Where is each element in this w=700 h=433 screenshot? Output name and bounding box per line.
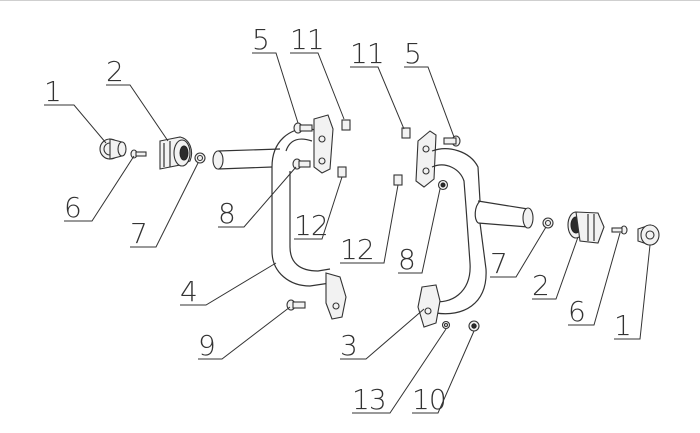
part-13-washer	[441, 320, 451, 330]
part-5-right-bolt	[443, 135, 461, 147]
part-12-right-spacer	[393, 174, 403, 186]
part-12-left-spacer	[337, 166, 347, 178]
callout-5-right: 5	[404, 37, 421, 70]
part-11-left-spacer	[341, 119, 351, 131]
callout-labels: 1 2 6 7 5 11 8 12 4 9 11 5 12 8 7 2 6 1 …	[44, 23, 632, 416]
callout-5-left: 5	[252, 23, 269, 56]
callout-8-right: 8	[398, 243, 415, 276]
callout-2-left: 2	[106, 55, 123, 88]
part-8-right-nut	[437, 179, 449, 191]
callout-12-left: 12	[294, 209, 328, 242]
callout-1-right: 1	[614, 309, 631, 342]
callout-13: 13	[352, 383, 386, 416]
callout-12-right: 12	[340, 233, 374, 266]
leader-lines	[44, 52, 651, 414]
part-1-right-end-cap	[637, 224, 660, 246]
part-9-bolt	[286, 299, 306, 311]
callout-11-right: 11	[350, 37, 384, 70]
part-1-left-end-cap	[99, 138, 127, 160]
callout-3: 3	[340, 329, 357, 362]
part-6-right-bolt	[611, 225, 628, 235]
part-2-right-slider	[567, 211, 605, 244]
part-7-right-spacer	[542, 217, 554, 229]
part-3-right-crash-bar	[415, 130, 534, 328]
callout-2-right: 2	[532, 269, 549, 302]
part-10-nut	[468, 320, 480, 332]
callout-7-left: 7	[130, 217, 147, 250]
callout-8-left: 8	[218, 197, 235, 230]
callout-4: 4	[180, 275, 197, 308]
part-2-left-slider	[159, 136, 193, 170]
part-6-left-bolt	[130, 149, 147, 159]
part-5-left-bolt	[293, 122, 313, 134]
callout-7-right: 7	[490, 247, 507, 280]
callout-1-left: 1	[44, 75, 61, 108]
part-8-left-bolt	[292, 158, 311, 170]
part-7-left-spacer	[194, 152, 206, 164]
callout-9: 9	[198, 329, 215, 362]
part-11-right-spacer	[401, 127, 411, 139]
callout-6-left: 6	[64, 191, 81, 224]
callout-6-right: 6	[568, 295, 585, 328]
callout-10: 10	[412, 383, 446, 416]
callout-11-left: 11	[290, 23, 324, 56]
